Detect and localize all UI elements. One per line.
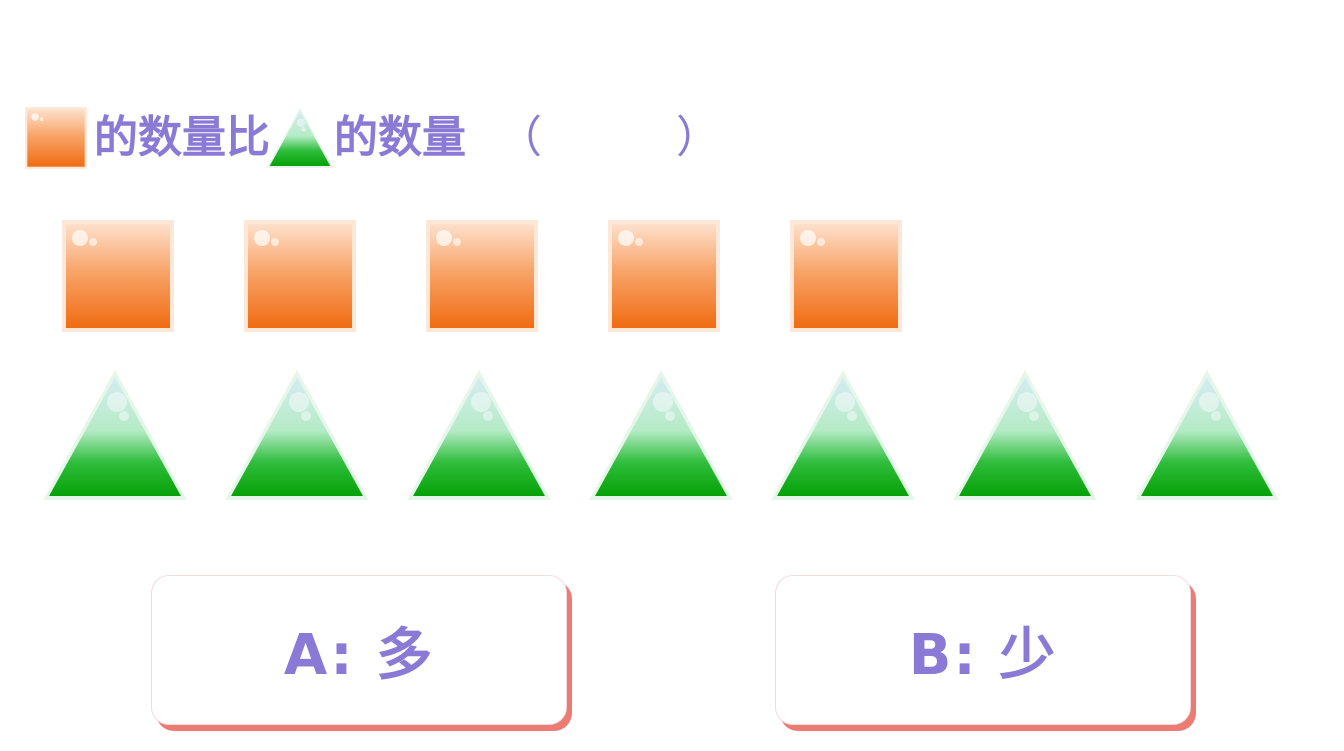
- orange-square: [242, 218, 358, 334]
- green-triangle: [41, 368, 189, 502]
- answer-paren-close: ）: [676, 116, 720, 160]
- green-triangle: [951, 368, 1099, 502]
- orange-square: [60, 218, 176, 334]
- green-triangle: [769, 368, 917, 502]
- question-line: 的数量比 的数量 （ ）: [24, 104, 720, 172]
- green-triangle-icon: [266, 106, 334, 170]
- orange-square: [788, 218, 904, 334]
- answer-paren-open: （: [498, 116, 542, 160]
- option-b-button[interactable]: B: 少: [775, 575, 1191, 725]
- question-text-part1: 的数量比: [94, 116, 270, 160]
- option-a-button[interactable]: A: 多: [151, 575, 567, 725]
- orange-square: [424, 218, 540, 334]
- green-triangle: [223, 368, 371, 502]
- orange-square-icon: [24, 106, 88, 170]
- option-b-label: B: 少: [909, 610, 1058, 691]
- green-triangle: [587, 368, 735, 502]
- green-triangle: [405, 368, 553, 502]
- question-text-part2: 的数量: [334, 116, 466, 160]
- orange-square: [606, 218, 722, 334]
- option-a-label: A: 多: [284, 610, 434, 691]
- green-triangle: [1133, 368, 1281, 502]
